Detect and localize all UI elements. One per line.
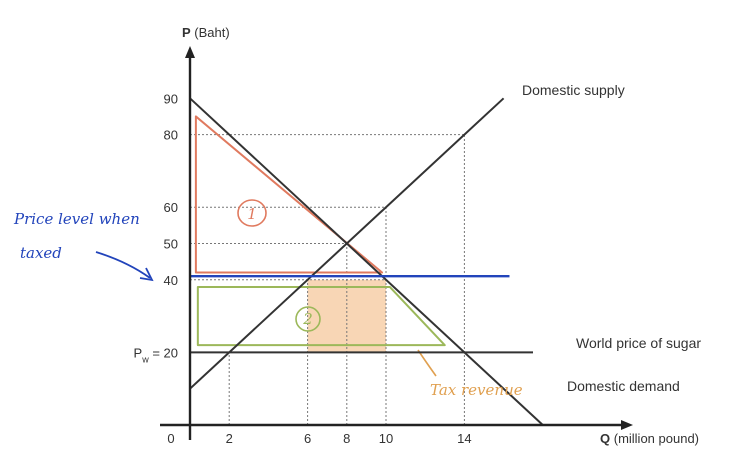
hand-note-line-1: Price level when <box>13 210 140 228</box>
x-axis-title: Q (million pound) <box>600 431 699 446</box>
triangle-2-label-circle <box>295 306 321 332</box>
hand-note-arrow-head <box>139 267 154 282</box>
triangle-2-label: 2 <box>302 310 313 328</box>
label-world-price: World price of sugar <box>576 335 701 351</box>
y-tick-label-90: 90 <box>164 91 178 106</box>
tax-revenue-pointer <box>417 349 437 377</box>
triangle-1-label: 1 <box>247 205 257 223</box>
annotation-layer: 12 <box>95 115 446 377</box>
curve-layer <box>189 97 544 426</box>
y-axis-title: P (Baht) <box>182 25 230 40</box>
y-tick-label-60: 60 <box>164 200 178 215</box>
x-axis-arrow <box>621 420 633 430</box>
label-domestic-demand: Domestic demand <box>567 378 680 394</box>
x-tick-label-10: 10 <box>379 431 393 446</box>
text-layer: 90 80 60 50 40 Pw = 20 2 6 8 10 14 0 P (Baht) Q (mill… <box>13 25 701 446</box>
y-axis-arrow <box>185 46 195 58</box>
x-tick-label-8: 8 <box>343 431 350 446</box>
tax-revenue-label: Tax revenue <box>430 381 523 399</box>
label-domestic-supply: Domestic supply <box>522 82 625 98</box>
x-tick-label-14: 14 <box>457 431 471 446</box>
y-tick-label-80: 80 <box>164 128 178 143</box>
triangle-1 <box>194 115 384 274</box>
guide-layer <box>190 134 465 425</box>
hand-note-arrow <box>95 251 151 279</box>
triangle-1-label-circle <box>237 199 267 227</box>
series-line-1 <box>189 97 544 426</box>
x-tick-label-6: 6 <box>304 431 311 446</box>
triangle-2 <box>196 286 446 347</box>
hand-note-line-2: taxed <box>20 244 62 262</box>
axes-layer <box>160 46 633 440</box>
origin-label: 0 <box>167 431 174 446</box>
y-tick-label-20: Pw = 20 <box>134 345 178 364</box>
x-tick-label-2: 2 <box>226 431 233 446</box>
y-tick-label-40: 40 <box>164 273 178 288</box>
y-tick-label-50: 50 <box>164 237 178 252</box>
